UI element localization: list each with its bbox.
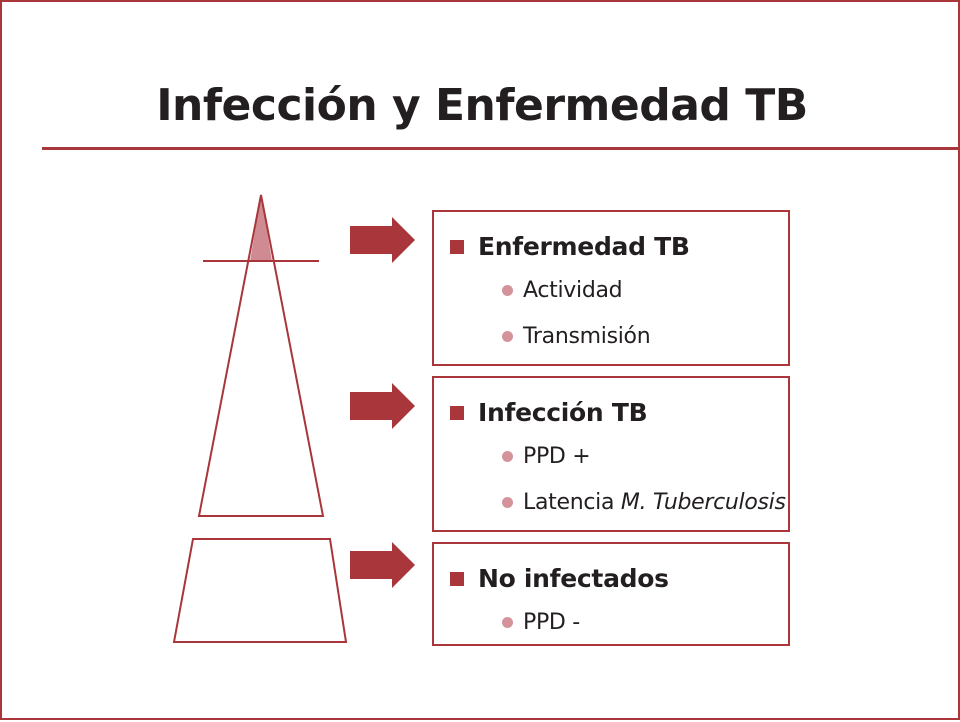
list-item: PPD +	[502, 444, 591, 469]
right-arrow-icon	[350, 542, 415, 588]
dot-bullet-icon	[502, 285, 513, 296]
tier-heading: Infección TB	[450, 398, 648, 427]
tier-heading-label: Enfermedad TB	[478, 232, 690, 261]
list-item: Transmisión	[502, 324, 651, 349]
dot-bullet-icon	[502, 331, 513, 342]
right-arrow-icon	[350, 383, 415, 429]
tier-heading-label: Infección TB	[478, 398, 648, 427]
tier-heading-label: No infectados	[478, 564, 669, 593]
pyramid-base-section	[172, 538, 348, 643]
tier-heading: No infectados	[450, 564, 669, 593]
square-bullet-icon	[450, 571, 464, 586]
dot-bullet-icon	[502, 451, 513, 462]
tier-box-infection: Infección TB PPD + Latencia M. Tuberculo…	[432, 376, 790, 532]
square-bullet-icon	[450, 405, 464, 420]
list-item-label: Actividad	[523, 278, 623, 303]
title-divider	[42, 147, 960, 150]
dot-bullet-icon	[502, 617, 513, 628]
square-bullet-icon	[450, 239, 464, 254]
list-item: Actividad	[502, 278, 623, 303]
tier-heading: Enfermedad TB	[450, 232, 690, 261]
right-arrow-icon	[350, 217, 415, 263]
latency-label: Latencia	[523, 490, 621, 515]
list-item: Latencia M. Tuberculosis	[502, 490, 786, 515]
list-item: PPD -	[502, 610, 580, 635]
slide-title: Infección y Enfermedad TB	[156, 80, 808, 131]
tier-box-uninfected: No infectados PPD -	[432, 542, 790, 646]
list-item-label: Latencia M. Tuberculosis	[523, 490, 786, 515]
pyramid-apex-fill	[250, 195, 272, 261]
tier-box-disease: Enfermedad TB Actividad Transmisión	[432, 210, 790, 366]
list-item-label: PPD -	[523, 610, 580, 635]
dot-bullet-icon	[502, 497, 513, 508]
list-item-label: Transmisión	[523, 324, 651, 349]
species-name: M. Tuberculosis	[620, 490, 786, 515]
list-item-label: PPD +	[523, 444, 591, 469]
pyramid-upper-section	[197, 194, 325, 517]
